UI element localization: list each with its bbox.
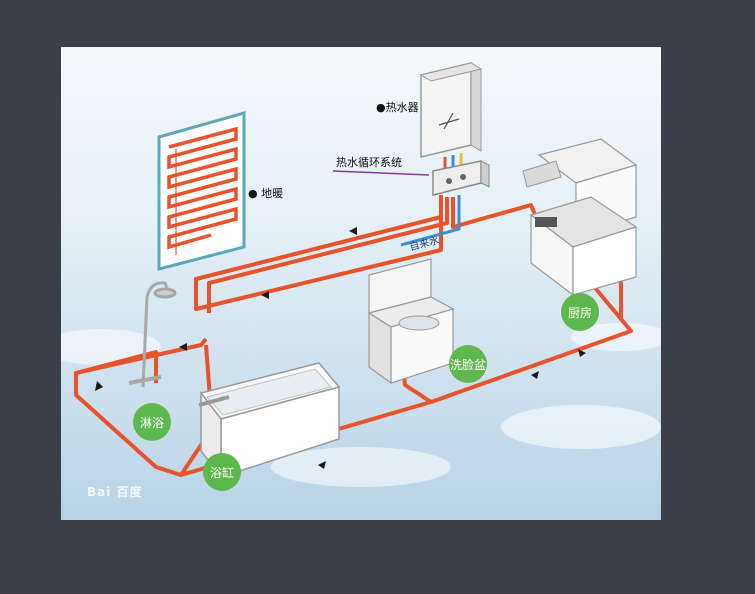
bathtub-bubble: 浴缸 [203, 453, 241, 491]
floor-heating-label: ● 地暖 [248, 187, 284, 200]
floor-heating-coil [157, 111, 246, 271]
flow-arrows [95, 227, 586, 469]
kitchen-bubble: 厨房 [561, 293, 599, 331]
watermark: Bai 百度 [87, 485, 143, 499]
washbasin-cabinet [367, 258, 455, 385]
kitchen-cabinets [522, 138, 638, 297]
shower-fixture [128, 281, 177, 388]
plumbing-diagram [61, 62, 661, 487]
water-heater [419, 62, 483, 173]
cold-water-pipe [400, 195, 461, 247]
water-heater-label: ●热水器 [376, 101, 419, 114]
washbasin-bubble: 洗脸盆 [449, 345, 487, 383]
circulation-system-label: 热水循环系统 [336, 156, 402, 169]
circulation-manifold [332, 160, 490, 196]
shower-bubble: 淋浴 [133, 403, 171, 441]
diagram-panel: ●热水器 热水循环系统 ● 地暖 自来水 淋浴 浴缸 洗脸盆 厨房 Bai 百度 [61, 47, 661, 520]
